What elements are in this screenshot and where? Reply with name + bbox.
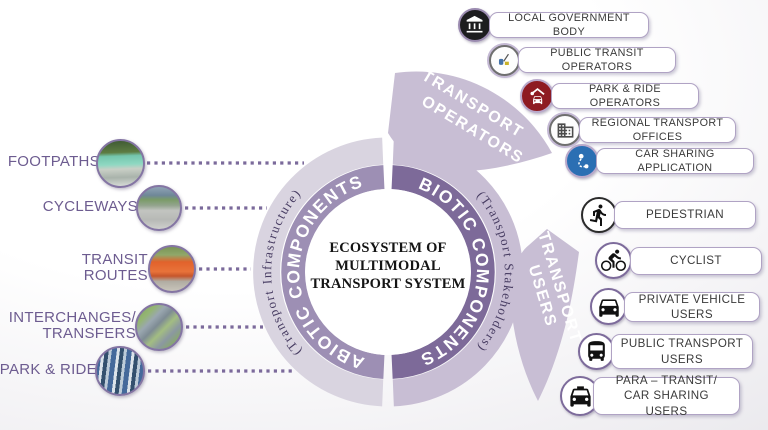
dotted-leader-lines bbox=[147, 161, 304, 373]
user-pill-public-transport: PUBLIC TRANSPORT USERS bbox=[611, 334, 753, 369]
car-icon bbox=[590, 288, 627, 325]
diagram-title: ECOSYSTEM OF MULTIMODAL TRANSPORT SYSTEM bbox=[303, 239, 473, 293]
cycleways-photo bbox=[136, 185, 182, 231]
office-building-icon bbox=[549, 114, 581, 146]
infra-label-park-and-ride: PARK & RIDE bbox=[0, 361, 97, 378]
ring-outer-left bbox=[253, 137, 384, 407]
user-pill-pedestrian: PEDESTRIAN bbox=[614, 201, 756, 229]
transport-users-arrow bbox=[510, 229, 579, 401]
operator-pill-local-government: LOCAL GOVERNMENT BODY bbox=[489, 12, 649, 38]
diagram-title-line1: ECOSYSTEM OF bbox=[329, 240, 447, 256]
user-pill-cyclist: CYCLIST bbox=[630, 247, 762, 275]
route-map-icon bbox=[565, 144, 599, 178]
interchanges-photo bbox=[135, 303, 183, 351]
infra-label-cycleways: CYCLEWAYS bbox=[42, 198, 138, 215]
cyclist-icon bbox=[595, 242, 632, 279]
user-pill-para-transit: PARA – TRANSIT/ CAR SHARING USERS bbox=[593, 374, 740, 418]
operator-pill-park-ride: PARK & RIDE OPERATORS bbox=[551, 83, 699, 109]
infra-label-interchanges: INTERCHANGES/ TRANSFERS bbox=[8, 309, 136, 342]
park-and-ride-photo bbox=[95, 346, 145, 396]
pedestrian-icon bbox=[581, 197, 617, 233]
operator-pill-public-transit: PUBLIC TRANSIT OPERATORS bbox=[518, 47, 676, 73]
diagram-title-line2: MULTIMODAL bbox=[335, 258, 441, 274]
footpaths-photo bbox=[96, 139, 145, 188]
ring-abiotic-half bbox=[281, 165, 385, 379]
park-ride-operator-icon bbox=[520, 79, 554, 113]
ring-center-disc bbox=[305, 189, 471, 355]
bus-icon bbox=[578, 333, 615, 370]
infra-label-transit-routes: TRANSIT ROUTES bbox=[81, 251, 148, 284]
ring-outer-right bbox=[392, 137, 523, 407]
operator-pill-regional-offices: REGIONAL TRANSPORT OFFICES bbox=[579, 117, 736, 143]
operator-pill-car-sharing: CAR SHARING APPLICATION bbox=[596, 148, 754, 174]
ring-biotic-half bbox=[391, 165, 495, 379]
user-pill-private-vehicle: PRIVATE VEHICLE USERS bbox=[624, 292, 760, 322]
transit-operator-icon bbox=[489, 45, 520, 76]
infra-label-footpaths: FOOTPATHS bbox=[7, 153, 100, 170]
transit-routes-photo bbox=[148, 245, 196, 293]
government-building-icon bbox=[458, 8, 492, 42]
diagram-title-line3: TRANSPORT SYSTEM bbox=[310, 276, 466, 292]
